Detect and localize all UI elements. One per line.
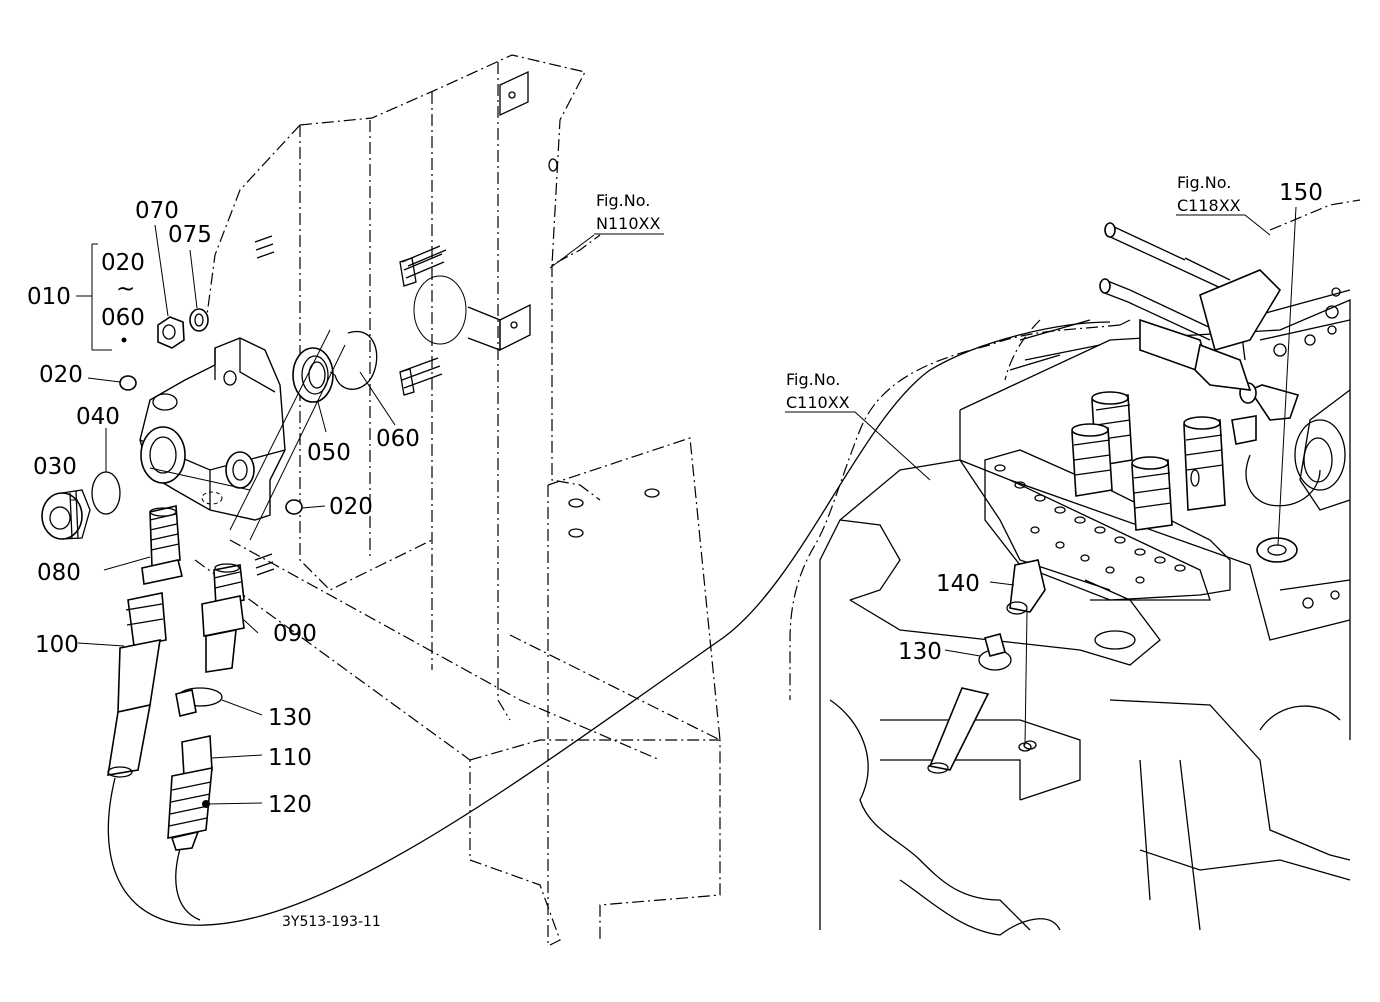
- label-130-left: 130: [268, 705, 312, 731]
- plug-140: [1006, 559, 1046, 615]
- fig-ref-c118-code: C118XX: [1177, 196, 1241, 215]
- label-080: 080: [37, 560, 81, 586]
- fig-ref-c118-title: Fig.No.: [1177, 173, 1231, 192]
- valve-block: [139, 337, 286, 521]
- label-090: 090: [273, 621, 317, 647]
- drawing-code: 3Y513-193-11: [282, 914, 381, 930]
- washer-075: [189, 308, 209, 332]
- head-details: [1239, 287, 1351, 609]
- label-150: 150: [1279, 180, 1323, 206]
- label-110: 110: [268, 745, 312, 771]
- frame-slots: [413, 70, 660, 538]
- engine-outline-dashed: [789, 199, 1361, 700]
- label-075: 075: [168, 222, 212, 248]
- label-130-right: 130: [898, 639, 942, 665]
- hose-right: [927, 687, 990, 774]
- studs: [254, 235, 447, 576]
- hose-line: [107, 321, 1111, 926]
- injectors: [1071, 391, 1226, 531]
- label-100: 100: [35, 632, 79, 658]
- hose-100: [107, 592, 167, 778]
- snap-ring-060: [334, 330, 378, 390]
- fig-ref-c110-code: C110XX: [786, 393, 850, 412]
- fuel-rail: [984, 449, 1231, 601]
- label-030: 030: [33, 454, 77, 480]
- label-060-group: 060: [101, 305, 145, 331]
- injection-pipes: [1009, 222, 1282, 377]
- clamp-130-left: [175, 687, 223, 717]
- part-labels: 010 020 ~ 060 070 075 020 040 030 050 06…: [27, 180, 1323, 818]
- frame-bracket: [194, 54, 721, 946]
- fitting-080: [141, 505, 183, 585]
- label-120: 120: [268, 792, 312, 818]
- label-020-lower: 020: [329, 494, 373, 520]
- fig-ref-n110-title: Fig.No.: [596, 191, 650, 210]
- set-screw-020: [119, 375, 303, 515]
- engine-housing: [819, 299, 1351, 936]
- label-040: 040: [76, 404, 120, 430]
- fitting-150: [1194, 343, 1300, 445]
- label-010: 010: [27, 284, 71, 310]
- plug-030: [41, 489, 91, 540]
- clamp-130-right: [978, 633, 1012, 671]
- label-060: 060: [376, 426, 420, 452]
- fig-ref-c110-title: Fig.No.: [786, 370, 840, 389]
- nut-070: [157, 316, 185, 349]
- label-050: 050: [307, 440, 351, 466]
- seal-050: [292, 347, 334, 403]
- label-020-group: 020: [101, 250, 145, 276]
- leader-lines: [70, 206, 1297, 805]
- o-ring-040: [91, 471, 121, 515]
- label-140: 140: [936, 571, 980, 597]
- label-020-screw: 020: [39, 362, 83, 388]
- fitting-090: [201, 563, 245, 673]
- figure-references: Fig.No. N110XX Fig.No. C110XX Fig.No. C1…: [596, 173, 1241, 412]
- label-tilde: ~: [116, 276, 135, 302]
- fig-ref-n110-code: N110XX: [596, 214, 660, 233]
- label-070: 070: [135, 198, 179, 224]
- quick-coupler: [167, 735, 213, 851]
